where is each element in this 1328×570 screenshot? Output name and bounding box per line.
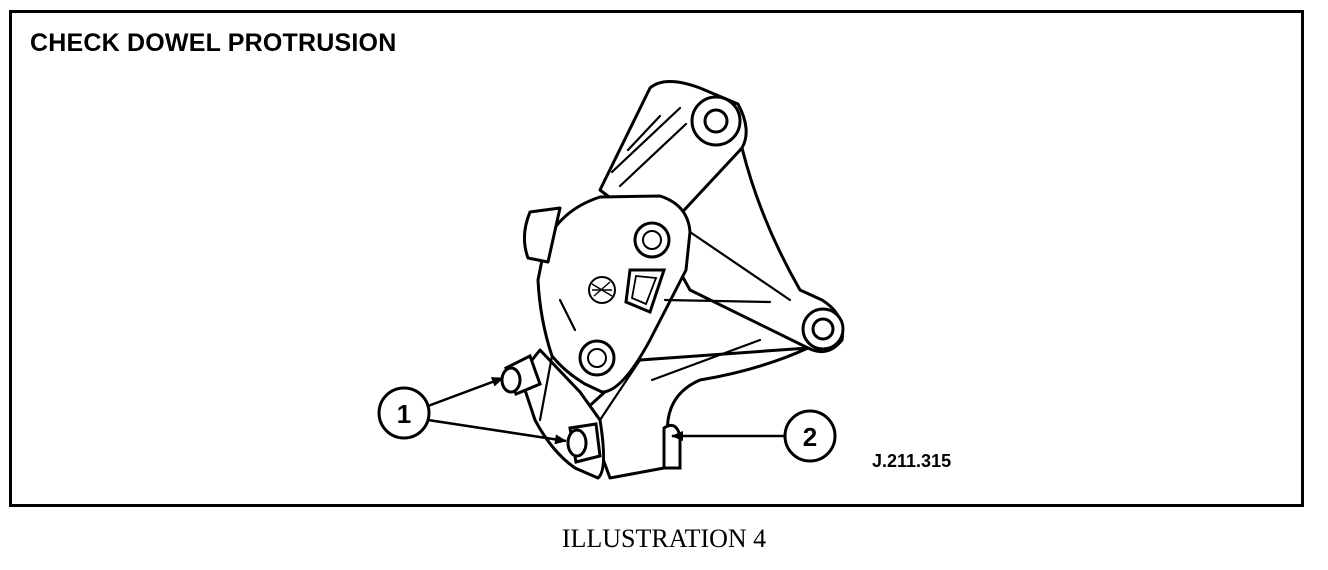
figure-code: J.211.315 xyxy=(872,451,952,471)
dowel-right-foot xyxy=(662,423,682,470)
dowel-lower xyxy=(566,422,602,464)
plate-hole-upper xyxy=(633,221,671,259)
bracket-back-plate xyxy=(658,146,845,354)
callout-1-number: 1 xyxy=(397,399,411,429)
illustration-frame: CHECK DOWEL PROTRUSION xyxy=(9,10,1304,507)
illustration-caption: ILLUSTRATION 4 xyxy=(561,524,767,553)
right-boss-hole xyxy=(811,317,835,341)
callout-1: 1 xyxy=(377,376,567,445)
upper-boss-hole xyxy=(703,108,729,134)
plate-hole-lower xyxy=(578,339,616,377)
callout-1-leader-lower xyxy=(427,418,567,445)
callout-1-leader-upper xyxy=(427,376,504,408)
dowel-upper xyxy=(500,353,542,396)
bracket-left-stub xyxy=(523,206,562,264)
threaded-hole xyxy=(591,281,613,297)
page-title: CHECK DOWEL PROTRUSION xyxy=(30,29,397,57)
callout-2-number: 2 xyxy=(803,422,817,452)
callout-2: 2 xyxy=(671,409,837,463)
